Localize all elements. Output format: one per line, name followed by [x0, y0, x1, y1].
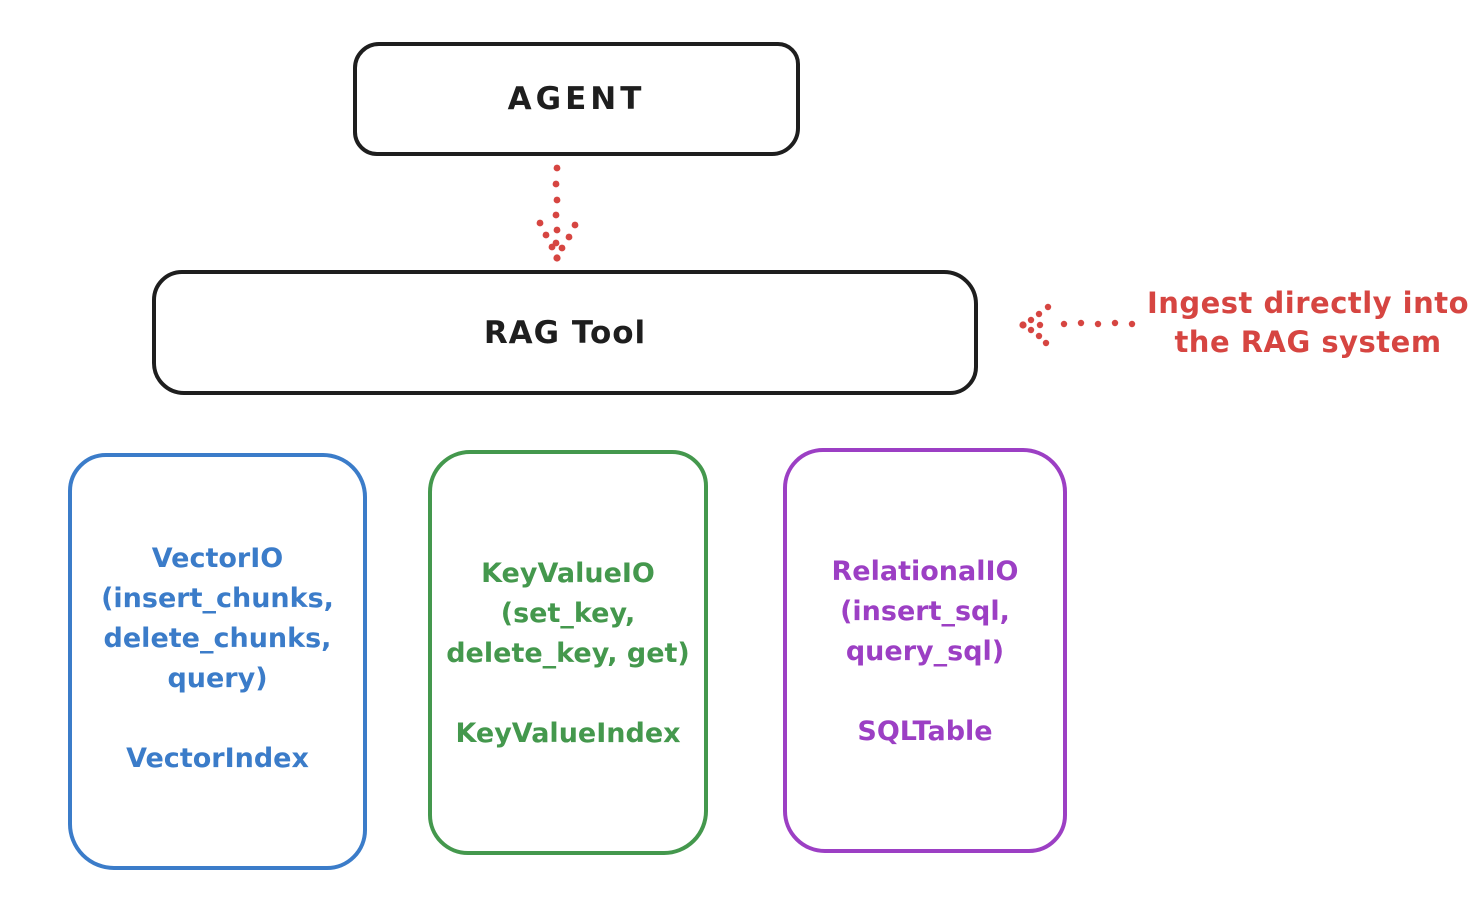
agent-label: AGENT [507, 81, 646, 117]
relational-io-line: (insert_sql, [840, 596, 1010, 627]
keyvalue-io-box: KeyValueIO (set_key, delete_key, get) Ke… [428, 450, 708, 855]
vector-io-line: (insert_chunks, [101, 583, 334, 614]
relational-io-line: RelationalIO [831, 556, 1019, 587]
keyvalue-index-label: KeyValueIndex [455, 718, 681, 749]
vector-io-box: VectorIO (insert_chunks, delete_chunks, … [68, 453, 367, 870]
rag-tool-node: RAG Tool [152, 270, 978, 395]
relational-io-signature: RelationalIO (insert_sql, query_sql) [832, 552, 1019, 672]
keyvalue-io-signature: KeyValueIO (set_key, delete_key, get) [446, 554, 690, 674]
keyvalue-io-line: delete_key, get) [446, 638, 690, 669]
vector-index-label: VectorIndex [126, 743, 309, 774]
relational-io-line: query_sql) [845, 636, 1005, 667]
agent-node: AGENT [353, 42, 800, 156]
keyvalue-io-line: (set_key, [500, 598, 636, 629]
vector-io-line: query) [167, 663, 268, 694]
rag-tool-label: RAG Tool [483, 314, 647, 351]
ingest-annotation-line1: Ingest directly into [1146, 286, 1470, 320]
vector-io-line: delete_chunks, [103, 623, 332, 654]
agent-to-rag-arrow-icon [536, 164, 579, 262]
ingest-annotation-line2: the RAG system [1174, 325, 1442, 359]
relational-io-box: RelationalIO (insert_sql, query_sql) SQL… [783, 448, 1067, 853]
vector-io-signature: VectorIO (insert_chunks, delete_chunks, … [101, 539, 334, 699]
ingest-annotation: Ingest directly into the RAG system [1140, 284, 1476, 362]
keyvalue-io-line: KeyValueIO [481, 558, 655, 589]
sql-table-label: SQLTable [857, 716, 993, 747]
vector-io-line: VectorIO [151, 543, 284, 574]
ingest-arrow-icon [1019, 303, 1136, 347]
